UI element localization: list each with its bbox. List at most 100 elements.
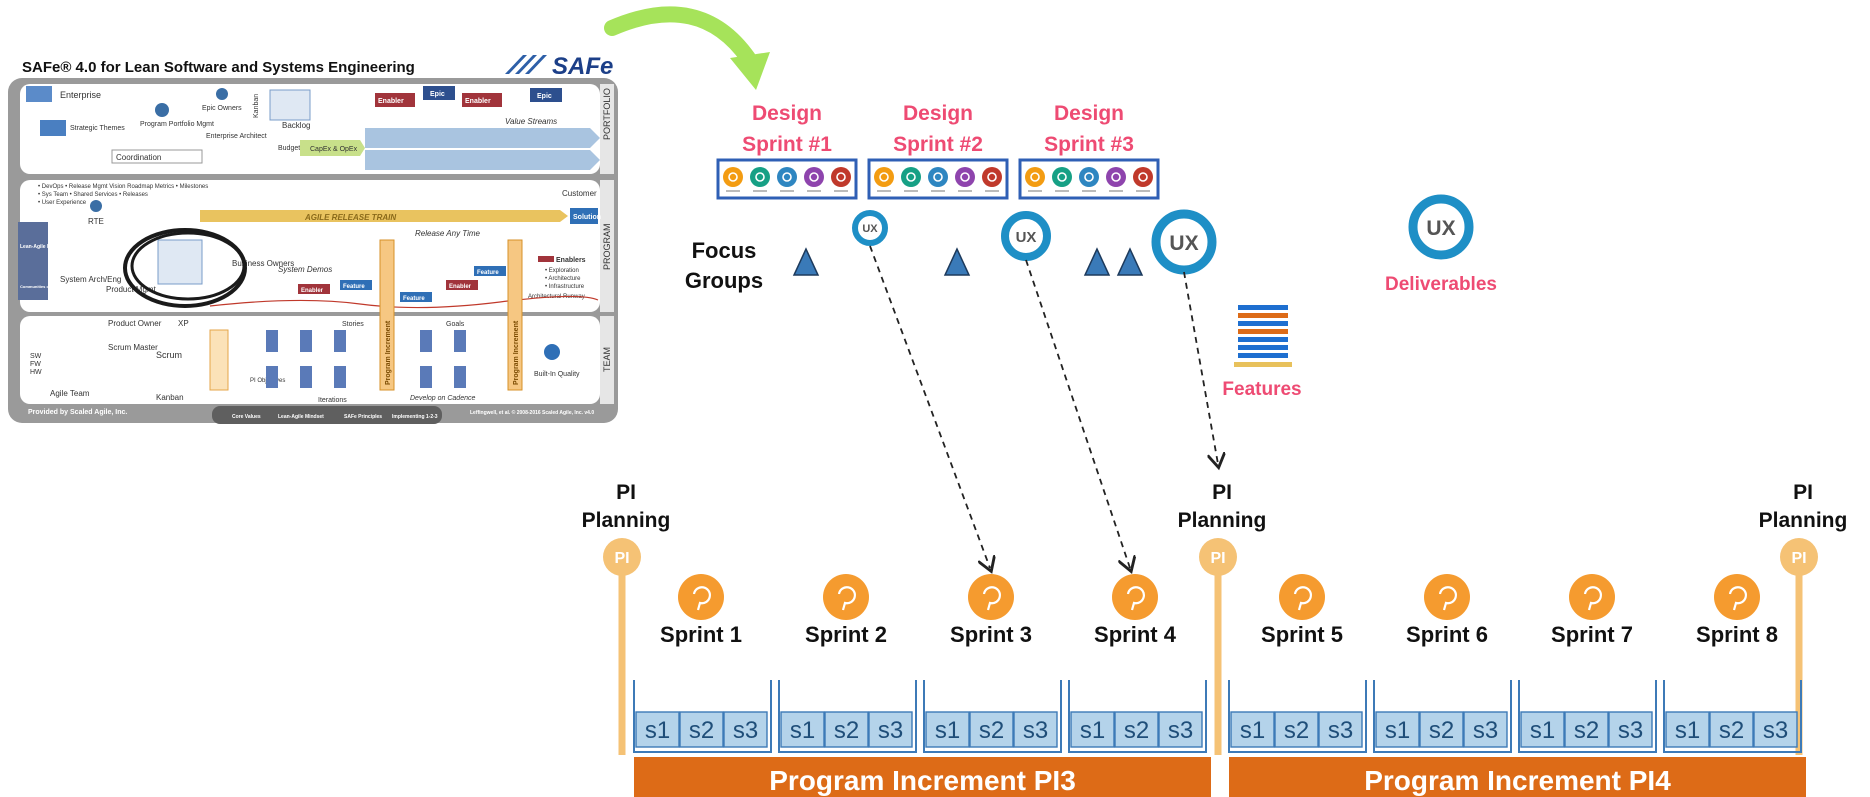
pi-planning-line2: Planning <box>1759 509 1848 532</box>
pi-planning-line2: Planning <box>582 509 671 532</box>
program-increment-label: Program Increment PI4 <box>1364 765 1671 796</box>
design-phase-icon <box>723 167 743 187</box>
pi-timeline: PIPlanningPIPIPlanningPIPIPlanningPISpri… <box>582 481 1848 797</box>
runway-line <box>209 295 599 309</box>
sub-sprint-label: s2 <box>979 717 1004 744</box>
portfolio-kanban-label: Kanban <box>253 94 260 118</box>
pi-planning-badge-text: PI <box>1210 550 1225 567</box>
sprint-label: Sprint 7 <box>1551 622 1633 647</box>
sprint-cycle-arrow <box>1293 586 1312 611</box>
design-phase-caption <box>877 190 891 192</box>
enabler-flag-4 <box>446 280 478 290</box>
safe-logo-text: SAFe <box>552 53 613 80</box>
safe-footer-bar <box>212 406 442 424</box>
ux-badges: UX UX UX UX <box>852 194 1474 275</box>
hw-label: HW <box>30 369 42 376</box>
design-phase-icon-inner <box>1111 172 1121 182</box>
enabler-flag-2 <box>462 93 502 107</box>
design-phase-icon <box>750 167 770 187</box>
feature-flag-label-3: Feature <box>477 270 499 276</box>
design-phase-icon-inner <box>755 172 765 182</box>
shared-services-list: • DevOps • Release Mgmt Vision Roadmap M… <box>38 184 208 190</box>
program-increment-label: Program Increment PI3 <box>769 765 1076 796</box>
enabler-flag-label-3: Enabler <box>301 288 324 294</box>
sub-sprint-label: s3 <box>1023 717 1048 744</box>
enabler-flag-1 <box>375 93 415 107</box>
sprint-label: Sprint 8 <box>1696 622 1778 647</box>
design-phase-caption <box>753 190 767 192</box>
safe-logo: SAFe <box>505 53 613 80</box>
scrum-label: Scrum <box>156 350 182 360</box>
design-phase-icon-inner <box>836 172 846 182</box>
pi-planning-badge <box>603 538 641 576</box>
pi-planning-badge <box>1780 538 1818 576</box>
user-experience-item: • User Experience <box>38 200 87 206</box>
dashed-arrows <box>869 245 1218 568</box>
team-kanban-label: Kanban <box>156 393 184 402</box>
enablers-item-1: • Architecture <box>545 276 581 282</box>
enablers-legend-swatch <box>538 256 554 262</box>
fw-label: FW <box>30 361 41 368</box>
program-increment-bar-1: Program Increment PI3 <box>634 757 1211 797</box>
sub-sprint-cell <box>1070 711 1115 748</box>
system-demos-label: System Demos <box>278 265 332 274</box>
triangle-3 <box>1083 247 1111 276</box>
sprint-4: Sprint 4 <box>1094 574 1177 647</box>
design-phase-icon <box>1133 167 1153 187</box>
design-phase-icon <box>831 167 851 187</box>
sub-sprint-label: s2 <box>689 717 714 744</box>
design-phase-icon <box>1025 167 1045 187</box>
program-kanban-highlight <box>123 228 247 308</box>
design-phase-caption <box>1136 190 1150 192</box>
sub-sprint-cell <box>868 711 913 748</box>
deliverables-label: Deliverables <box>1385 274 1497 295</box>
sub-sprint-label: s3 <box>1168 717 1193 744</box>
sub-sprint-label: s3 <box>1618 717 1643 744</box>
enablers-legend-label: Enablers <box>556 257 586 264</box>
portfolio-backlog-label: Backlog <box>282 121 310 130</box>
arrow-to-sprint-4 <box>1025 259 1130 568</box>
copyright-label: Leffingwell, et al. © 2008-2016 Scaled A… <box>470 409 594 416</box>
design-phase-caption <box>904 190 918 192</box>
sprint-cycle-icon <box>678 574 724 620</box>
sprint-5: Sprint 5 <box>1261 574 1343 647</box>
sw-label: SW <box>30 353 42 360</box>
sprint-cycle-arrow <box>982 586 1001 611</box>
rte-icon <box>90 200 102 212</box>
sprint-boxes-1: s1 s2 s3 <box>633 680 772 753</box>
feature-flag-label-2: Feature <box>403 296 425 302</box>
sub-sprint-cell <box>1013 711 1058 748</box>
design-phase-icon-inner <box>879 172 889 182</box>
sub-sprint-label: s1 <box>645 717 670 744</box>
sub-sprint-label: s1 <box>935 717 960 744</box>
sprint-3: Sprint 3 <box>950 574 1032 647</box>
sub-sprint-label: s3 <box>733 717 758 744</box>
sub-sprint-cell <box>1753 711 1798 748</box>
sprint-label: Sprint 4 <box>1094 622 1177 647</box>
sub-sprint-cell <box>780 711 825 748</box>
portfolio-backlog-icon <box>269 89 311 121</box>
sub-sprint-cell <box>969 711 1014 748</box>
pi-vertical-label-1: Program Increment <box>385 320 392 385</box>
release-any-time-label: Release Any Time <box>415 229 481 238</box>
focus-groups-line2: Groups <box>685 268 763 293</box>
enabler-flag-label-4: Enabler <box>449 284 472 290</box>
footer-implementing: Implementing 1-2-3 <box>392 414 438 420</box>
solution-label: Solution <box>573 214 601 221</box>
sprint-cycle-icon <box>823 574 869 620</box>
pi-planning-badge-text: PI <box>1791 550 1806 567</box>
art-label: AGILE RELEASE TRAIN <box>304 213 396 222</box>
program-increment-bg <box>634 757 1211 797</box>
sub-sprint-label: s1 <box>1080 717 1105 744</box>
sub-sprint-cell <box>1520 711 1565 748</box>
value-streams-band-2 <box>365 150 600 170</box>
program-backlog-icon <box>157 239 203 285</box>
ux-badge-large: UX <box>1151 209 1217 275</box>
sprint-1: Sprint 1 <box>660 574 742 647</box>
design-phase-icon-inner <box>782 172 792 182</box>
sub-sprint-label: s1 <box>1240 717 1265 744</box>
